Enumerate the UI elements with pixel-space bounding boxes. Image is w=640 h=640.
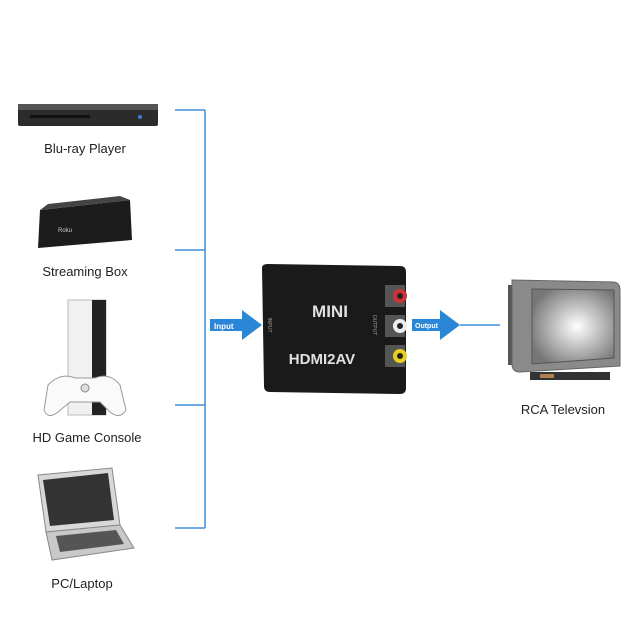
output-arrow: Output — [412, 310, 460, 340]
device-label: HD Game Console — [32, 430, 141, 445]
device-label: PC/Laptop — [51, 576, 112, 591]
target-label: RCA Televsion — [521, 402, 605, 417]
streaming-box-icon: Roku — [38, 196, 132, 248]
device-label: Streaming Box — [42, 264, 128, 279]
laptop-icon — [37, 467, 135, 561]
hdmi2av-converter: MINI HDMI2AV INPUT OUTPUT — [262, 264, 407, 394]
blu-ray-player-icon — [18, 104, 158, 126]
device-label: Blu-ray Player — [44, 141, 126, 156]
svg-text:Roku: Roku — [58, 228, 72, 234]
converter-side-input: INPUT — [266, 318, 272, 333]
crt-tv-icon — [508, 279, 621, 380]
connector-lines — [175, 109, 500, 529]
rca-red-port — [385, 285, 407, 307]
game-console-icon — [43, 299, 127, 416]
rca-yellow-port — [385, 345, 407, 367]
input-arrow: Input — [210, 310, 262, 340]
input-arrow-label: Input — [214, 322, 234, 331]
converter-brand: MINI — [312, 302, 348, 321]
output-arrow-label: Output — [415, 323, 439, 330]
rca-white-port — [385, 315, 407, 337]
converter-model: HDMI2AV — [289, 351, 355, 368]
converter-side-output: OUTPUT — [371, 315, 377, 336]
